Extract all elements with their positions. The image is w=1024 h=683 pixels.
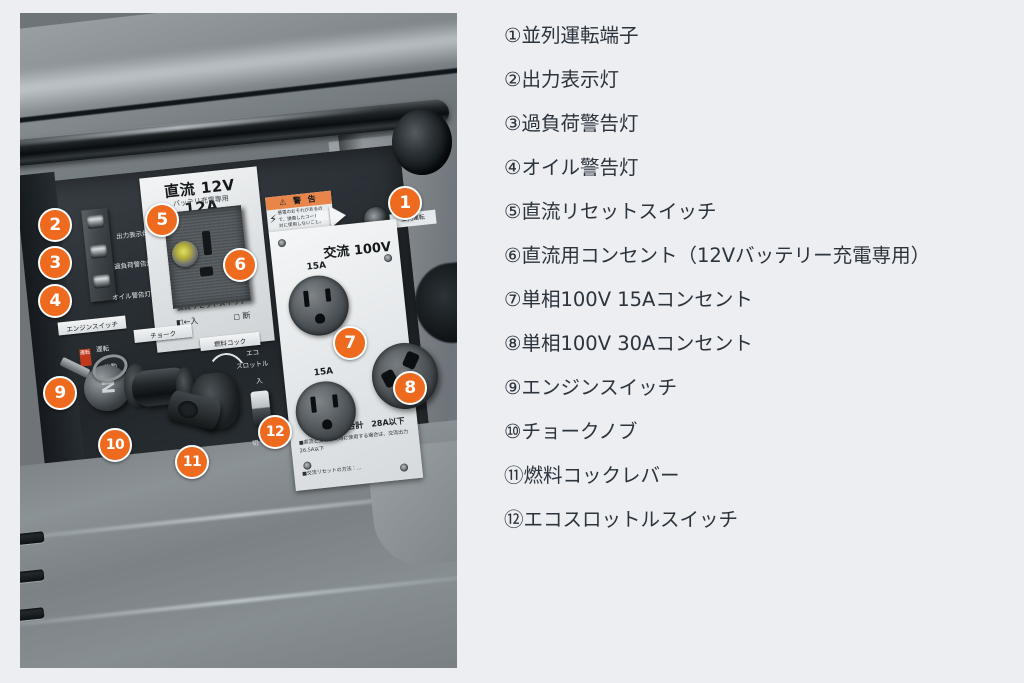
eco-off-label: 切 <box>251 438 260 448</box>
legend-item-7: ⑦単相100V 15Aコンセント <box>504 278 1014 322</box>
legend-label-1: 並列運転端子 <box>521 24 639 47</box>
callout-10: 10 <box>98 428 132 462</box>
legend-item-9: ⑨エンジンスイッチ <box>504 366 1014 410</box>
legend-marker-7: ⑦ <box>504 288 522 311</box>
legend-label-2: 出力表示灯 <box>521 68 619 91</box>
oil-warning-lamp <box>93 274 111 289</box>
legend-item-2: ②出力表示灯 <box>504 58 1014 102</box>
legend-label-3: 過負荷警告灯 <box>521 112 639 135</box>
eco-on-label: 入 <box>255 376 264 386</box>
legend-marker-2: ② <box>504 68 522 91</box>
eco-throttle-label-line1: エコ <box>245 348 260 358</box>
callout-1: 1 <box>388 186 422 220</box>
legend-item-11: ⑪燃料コックレバー <box>504 454 1014 498</box>
legend-label-12: エコスロットルスイッチ <box>523 508 739 531</box>
legend-marker-5: ⑤ <box>504 200 522 223</box>
ac-amp-label-upper: 15A <box>306 260 327 273</box>
legend-label-6: 直流用コンセント（12Vバッテリー充電専用） <box>521 244 931 267</box>
legend-label-5: 直流リセットスイッチ <box>521 200 717 223</box>
legend-marker-10: ⑩ <box>504 420 522 443</box>
legend-marker-6: ⑥ <box>504 244 522 267</box>
callout-6: 6 <box>223 248 257 282</box>
dc-reset-off-mark: ◻ 断 <box>232 310 251 322</box>
run-position-label: 運転 <box>95 344 110 354</box>
legend-label-7: 単相100V 15Aコンセント <box>521 288 753 311</box>
output-indicator-lamp <box>86 214 105 229</box>
legend-marker-11: ⑪ <box>504 464 524 487</box>
carry-handle-end-cap <box>392 109 452 175</box>
ac-amp-label-lower: 15A <box>313 366 334 379</box>
legend-marker-3: ③ <box>504 112 522 135</box>
legend-item-1: ①並列運転端子 <box>504 14 1014 58</box>
callout-5: 5 <box>145 203 179 237</box>
callout-8: 8 <box>393 371 427 405</box>
outlet-slot-right <box>332 394 339 408</box>
legend-label-4: オイル警告灯 <box>521 156 639 179</box>
ac-plate-title: 交流 100V <box>322 239 392 262</box>
plate-screw-tl <box>277 238 287 248</box>
legend-marker-9: ⑨ <box>504 376 522 399</box>
outlet-slot-left <box>303 290 310 308</box>
legend-item-4: ④オイル警告灯 <box>504 146 1014 190</box>
legend-label-9: エンジンスイッチ <box>521 376 678 399</box>
legend-marker-4: ④ <box>504 156 522 179</box>
legend-marker-12: ⑫ <box>504 508 524 531</box>
callout-7: 7 <box>333 326 367 360</box>
legend-item-3: ③過負荷警告灯 <box>504 102 1014 146</box>
legend-item-12: ⑫エコスロットルスイッチ <box>504 498 1014 542</box>
legend-item-5: ⑤直流リセットスイッチ <box>504 190 1014 234</box>
legend-label-11: 燃料コックレバー <box>523 464 680 487</box>
callout-12: 12 <box>258 415 292 449</box>
legend-marker-1: ① <box>504 24 522 47</box>
outlet-slot-right <box>324 288 332 302</box>
legend-marker-8: ⑧ <box>504 332 522 355</box>
legend-item-6: ⑥直流用コンセント（12Vバッテリー充電専用） <box>504 234 1014 278</box>
outlet-slot-ground <box>321 418 333 430</box>
callout-11: 11 <box>175 445 209 479</box>
overload-warning-lamp <box>89 244 108 259</box>
lightning-bolt-icon: ⚡ <box>268 213 278 227</box>
legend-item-8: ⑧単相100V 30Aコンセント <box>504 322 1014 366</box>
outlet-slot-left <box>310 396 317 413</box>
legend-label-8: 単相100V 30Aコンセント <box>521 332 753 355</box>
generator-control-panel-photo: 直流 12V 12A バッテリ充電専用 直流リセットスイッチ ◧←入 ◻ 断 ⚠… <box>20 13 457 668</box>
callout-legend-list: ①並列運転端子 ②出力表示灯 ③過負荷警告灯 ④オイル警告灯 ⑤直流リセットスイ… <box>504 14 1014 542</box>
legend-label-10: チョークノブ <box>521 420 638 443</box>
run-position-badge: 運転 <box>79 348 92 367</box>
callout-2: 2 <box>38 208 72 242</box>
dc-outlet-slot-lower <box>199 266 214 277</box>
legend-item-10: ⑩チョークノブ <box>504 410 1014 454</box>
callout-3: 3 <box>38 246 72 280</box>
callout-9: 9 <box>43 376 77 410</box>
callout-4: 4 <box>38 284 72 318</box>
outlet-slot-ground <box>314 313 326 325</box>
